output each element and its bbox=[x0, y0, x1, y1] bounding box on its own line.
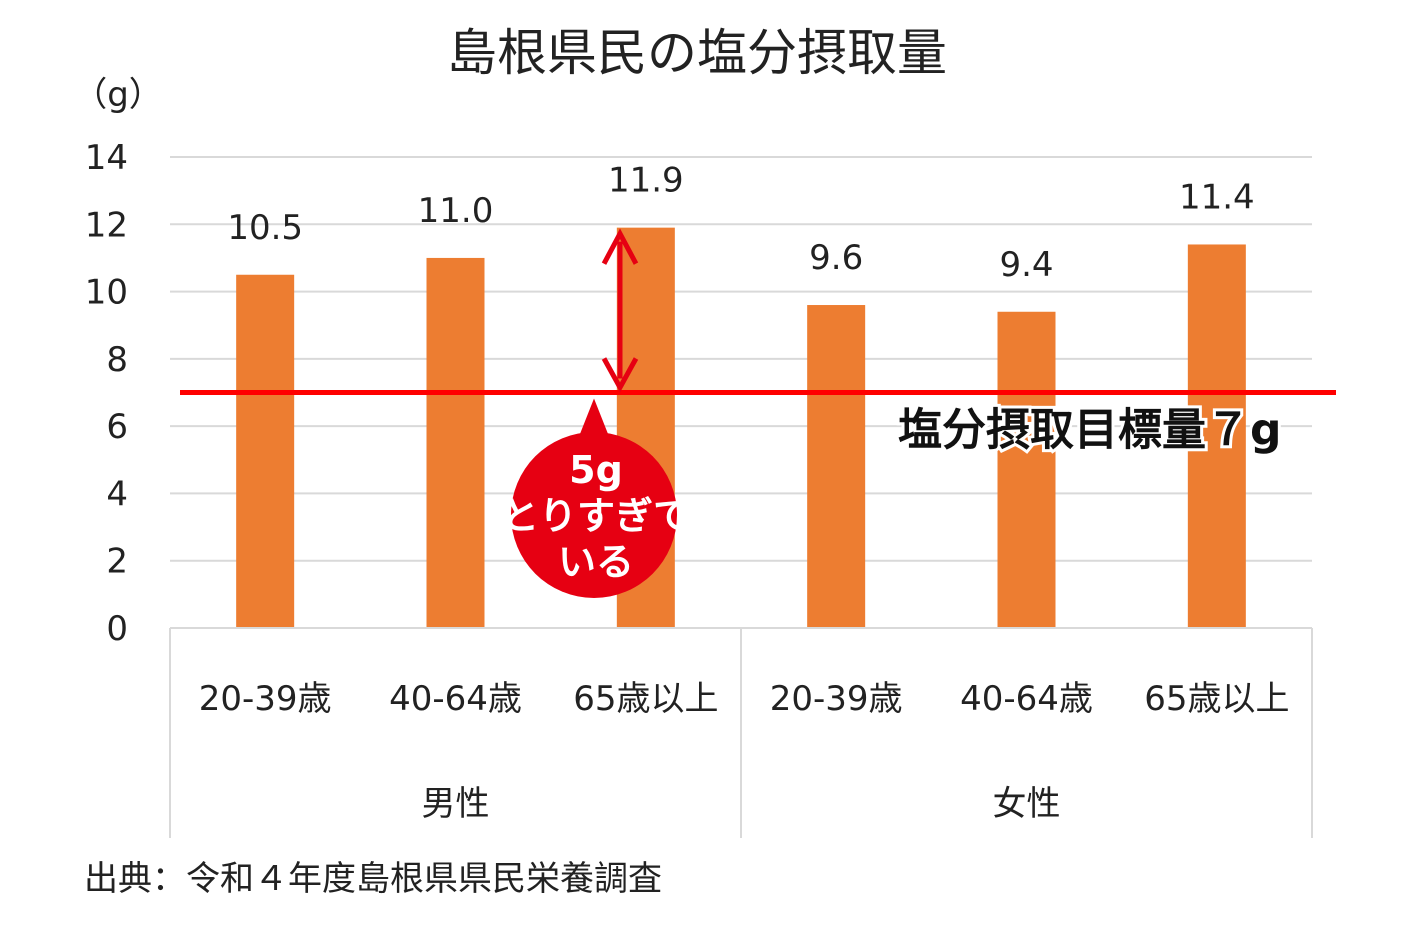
y-tick-label: 4 bbox=[106, 474, 128, 514]
y-axis-unit-label: （g） bbox=[73, 75, 163, 115]
x-category-label: 20-39歳 bbox=[770, 679, 903, 719]
x-category-label: 40-64歳 bbox=[389, 679, 522, 719]
x-category-label: 40-64歳 bbox=[960, 679, 1093, 719]
difference-arrow-head-up bbox=[601, 228, 639, 265]
y-tick-label: 2 bbox=[106, 542, 128, 582]
y-axis-ticks: 0 2 4 6 8 10 12 14 bbox=[85, 138, 128, 649]
bar bbox=[807, 305, 866, 628]
bar bbox=[997, 311, 1056, 628]
target-line-label: 塩分摂取目標量７g bbox=[898, 405, 1282, 456]
reference-line-group: 塩分摂取目標量７g bbox=[180, 390, 1336, 459]
data-label: 9.6 bbox=[809, 238, 863, 278]
x-category-label: 20-39歳 bbox=[199, 679, 332, 719]
y-tick-label: 14 bbox=[85, 138, 128, 178]
callout-text: とりすぎて bbox=[501, 494, 691, 538]
callout-bubble bbox=[511, 432, 677, 598]
gridlines bbox=[170, 156, 1312, 562]
x-group-label: 女性 bbox=[993, 784, 1061, 824]
x-category-label: 65歳以上 bbox=[1144, 679, 1289, 719]
difference-arrow-head-down bbox=[601, 357, 639, 393]
data-labels: 10.5 11.0 11.9 9.6 9.4 11.4 bbox=[227, 161, 1254, 285]
callout-text: 5g bbox=[569, 448, 623, 492]
data-label: 10.5 bbox=[227, 208, 303, 248]
x-group-label: 男性 bbox=[422, 784, 490, 824]
y-tick-label: 10 bbox=[85, 273, 128, 313]
data-label: 9.4 bbox=[999, 245, 1053, 285]
bar bbox=[426, 257, 485, 628]
data-label: 11.0 bbox=[418, 191, 494, 231]
y-tick-label: 12 bbox=[85, 205, 128, 245]
chart-title: 島根県民の塩分摂取量 bbox=[447, 24, 947, 82]
data-label: 11.9 bbox=[608, 161, 684, 201]
x-category-label: 65歳以上 bbox=[573, 679, 718, 719]
source-note: 出典：令和４年度島根県県民栄養調査 bbox=[84, 859, 662, 899]
callout-text: いる bbox=[558, 540, 634, 584]
data-label: 11.4 bbox=[1179, 177, 1255, 217]
y-tick-label: 0 bbox=[106, 609, 128, 649]
y-tick-label: 6 bbox=[106, 407, 128, 447]
y-tick-label: 8 bbox=[106, 340, 128, 380]
bar bbox=[1187, 244, 1246, 628]
bar bbox=[236, 274, 295, 628]
